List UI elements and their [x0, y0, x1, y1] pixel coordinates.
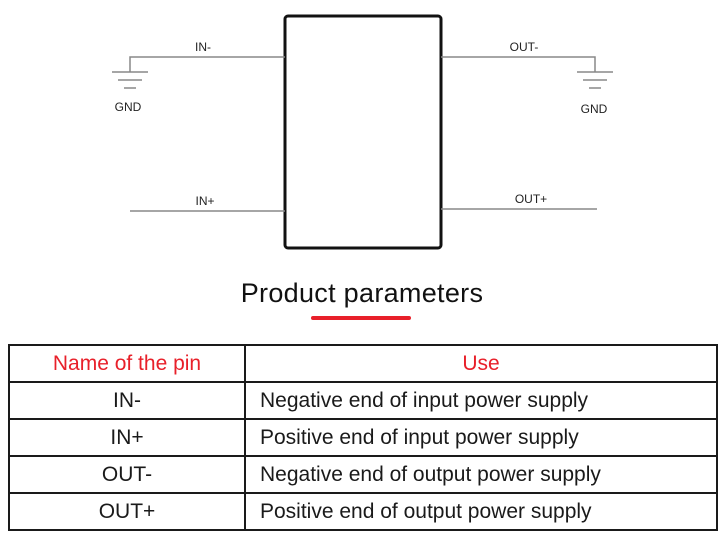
use-cell: Negative end of output power supply — [244, 455, 718, 494]
use-cell: Positive end of output power supply — [244, 492, 718, 531]
header-use: Use — [244, 344, 718, 383]
pin-label-out-minus: OUT- — [510, 40, 539, 54]
pin-label-in-minus: IN- — [195, 40, 211, 54]
header-pin-name: Name of the pin — [8, 344, 246, 383]
table-row: IN+ Positive end of input power supply — [8, 418, 718, 457]
out-minus-wire — [441, 56, 596, 72]
gnd-label-left: GND — [115, 100, 142, 114]
table-row: OUT- Negative end of output power supply — [8, 455, 718, 494]
pin-label-in-plus: IN+ — [195, 194, 214, 208]
pin-label-out-plus: OUT+ — [515, 192, 547, 206]
gnd-label-right: GND — [581, 102, 608, 116]
table-header-row: Name of the pin Use — [8, 344, 718, 383]
module-body — [283, 14, 443, 250]
pin-cell: IN- — [8, 381, 246, 420]
title-underline — [311, 316, 411, 320]
ground-right-icon — [577, 71, 613, 89]
use-cell: Negative end of input power supply — [244, 381, 718, 420]
pinout-diagram: IN- GND OUT- GND IN+ OUT+ — [112, 14, 613, 250]
in-minus-wire — [129, 56, 285, 72]
pin-cell: OUT- — [8, 455, 246, 494]
pin-parameters-table: Name of the pin Use IN- Negative end of … — [8, 344, 718, 531]
table-row: OUT+ Positive end of output power supply — [8, 492, 718, 531]
ground-left-icon — [112, 71, 148, 89]
use-cell: Positive end of input power supply — [244, 418, 718, 457]
section-title: Product parameters — [240, 278, 484, 308]
table-row: IN- Negative end of input power supply — [8, 381, 718, 420]
pin-cell: OUT+ — [8, 492, 246, 531]
pin-cell: IN+ — [8, 418, 246, 457]
